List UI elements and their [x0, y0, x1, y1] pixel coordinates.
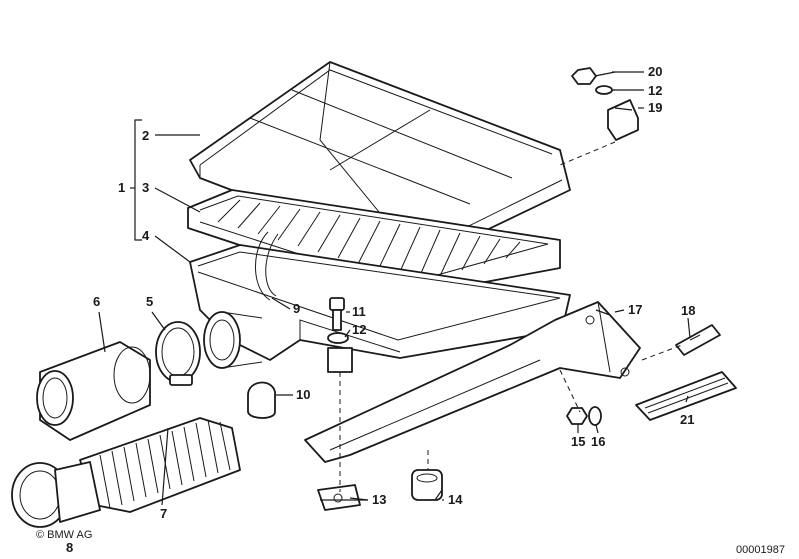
group-bracket [134, 119, 142, 241]
callout-21: 21 [680, 412, 694, 427]
copyright: © BMW AG [36, 529, 92, 541]
callout-20: 20 [648, 64, 662, 79]
assembly-lines [339, 141, 683, 492]
top-right-leaders [320, 71, 644, 501]
callout-6: 6 [93, 294, 100, 309]
leader-lines [98, 71, 691, 506]
callout-labels: 1 2 3 4 5 6 7 8 9 10 11 12 12 13 14 15 1… [66, 64, 695, 555]
callout-1: 1 [118, 180, 125, 195]
nut-upper[interactable] [571, 67, 597, 85]
callout-14: 14 [448, 492, 463, 507]
callout-15: 15 [571, 434, 585, 449]
callout-12-upper: 12 [648, 83, 662, 98]
callout-16: 16 [591, 434, 605, 449]
callout-11: 11 [352, 304, 366, 319]
callout-3: 3 [142, 180, 149, 195]
support-bracket[interactable] [304, 301, 641, 463]
bellows-hose[interactable] [79, 417, 241, 513]
document-number: 00001987 [736, 544, 785, 556]
callout-5: 5 [146, 294, 153, 309]
stud-bumper[interactable] [675, 324, 721, 356]
callout-4: 4 [142, 228, 150, 243]
air-cleaner-lid[interactable] [189, 61, 571, 263]
intake-sleeve[interactable] [36, 341, 151, 441]
rubber-mount-top[interactable] [607, 99, 639, 141]
mounting-tab [327, 347, 353, 373]
bolt[interactable] [329, 297, 345, 331]
callout-18: 18 [681, 303, 695, 318]
callout-17: 17 [628, 302, 642, 317]
callout-10: 10 [296, 387, 310, 402]
callout-8: 8 [66, 540, 73, 555]
callout-9: 9 [293, 301, 300, 316]
housing-intake-snout [203, 311, 263, 369]
callout-2: 2 [142, 128, 149, 143]
callout-7: 7 [160, 506, 167, 521]
intake-cap[interactable] [11, 461, 101, 528]
callout-13: 13 [372, 492, 386, 507]
ground-strap[interactable] [635, 371, 737, 421]
callout-12-lower: 12 [352, 322, 366, 337]
washer[interactable] [588, 406, 602, 426]
washer-lower[interactable] [327, 332, 349, 344]
clip-nut[interactable] [317, 484, 361, 511]
callout-19: 19 [648, 100, 662, 115]
nut[interactable] [566, 407, 588, 425]
rubber-mount[interactable] [411, 469, 443, 501]
hose-clamp[interactable] [155, 321, 201, 386]
rubber-cap[interactable] [247, 381, 276, 419]
washer-upper[interactable] [595, 85, 613, 95]
